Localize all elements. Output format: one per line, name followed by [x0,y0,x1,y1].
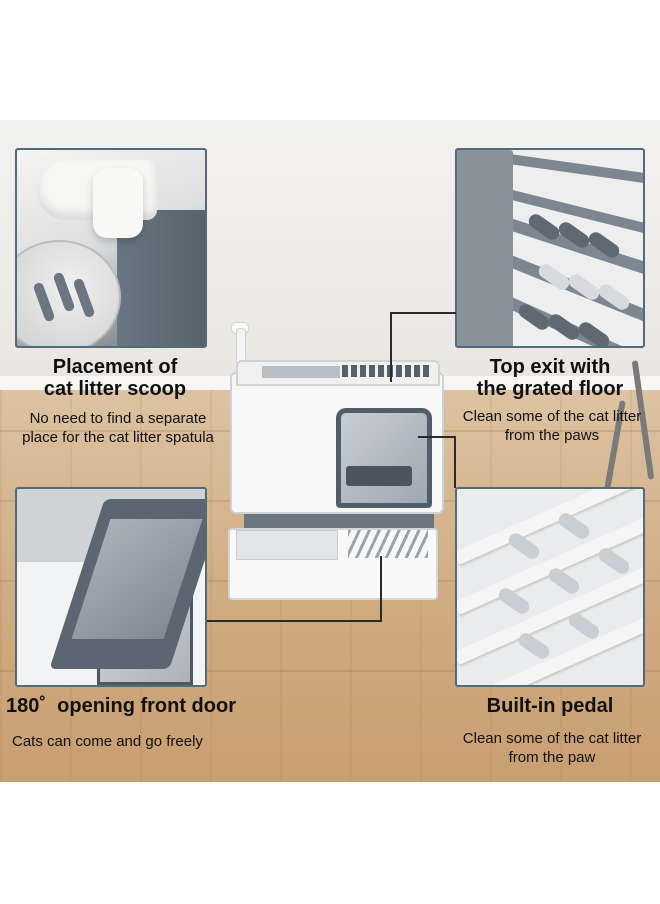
leader-line-pedal [454,436,456,488]
scoop-desc-line1: No need to find a separate [29,410,207,427]
top-exit-desc-line2: from the paws [504,427,600,444]
scoop-holder [93,168,143,238]
top-grate-detail-image [455,148,645,348]
leader-line-top [390,312,456,314]
pedal-slot [546,565,582,597]
pedal-slot [566,610,602,642]
lid-grill [342,365,432,377]
pedal-rail [457,566,643,666]
pedal-title: Built-in pedal [486,695,614,717]
scoop-slot [32,281,56,323]
front-door-desc: Cats can come and go freely [12,733,203,750]
top-exit-desc-line1: Clean some of the cat litter [462,408,642,425]
drawer-tray [236,530,338,560]
leader-line-pedal [418,436,456,438]
scoop-title-line1: Placement of [52,356,178,378]
lid-window [262,366,340,378]
floor-plank [0,670,660,672]
pedal-grate [457,489,643,685]
grate-slot [536,261,572,293]
grate-slot [546,311,582,343]
grate-slot [576,319,612,346]
pedal-slot [556,510,592,542]
drawer-pedal [348,530,428,558]
scoop-detail-image [15,148,207,348]
grated-floor [457,150,643,346]
scoop-slot [72,277,96,319]
leader-line-door [380,556,382,622]
pedal-desc-line2: from the paw [508,749,596,766]
grate-frame [457,150,513,346]
front-door-title: 180˚ opening front door [6,695,236,717]
scoop-slot [52,271,76,313]
top-exit-title-line2: the grated floor [476,378,624,400]
grate-slot [566,271,602,303]
pedal-desc-line1: Clean some of the cat litter [462,730,642,747]
litter-box-front-door [336,408,432,508]
scoop-title-line2: cat litter scoop [43,378,187,400]
front-door-detail-image [15,487,207,687]
scoop-desc-line2: place for the cat litter spatula [22,429,214,446]
scoop-bowl [17,240,121,346]
leader-line-top [390,312,392,382]
pedal-slot [516,630,552,662]
leader-line-door [207,620,382,622]
pedal-detail-image [455,487,645,687]
pedal-slot [596,545,632,577]
front-door-step [346,466,412,486]
top-exit-title-line1: Top exit with [489,356,611,378]
